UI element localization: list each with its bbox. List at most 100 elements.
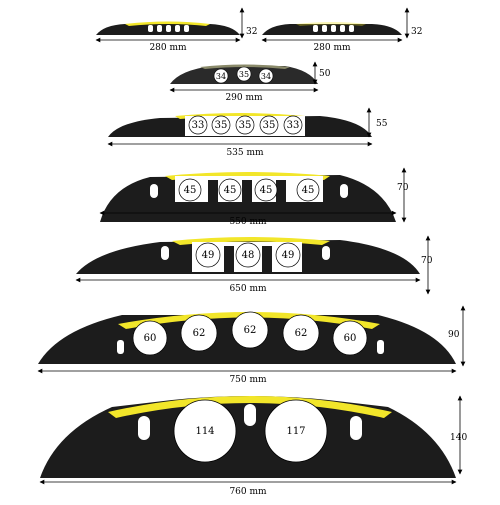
channel-label: 49 [282, 250, 295, 261]
channel [188, 115, 208, 135]
channel-label: 45 [224, 185, 237, 196]
channels: 45 45 45 45 [150, 176, 348, 202]
channel [235, 115, 255, 135]
channel-label: 35 [263, 120, 276, 131]
channel [264, 399, 328, 463]
channel-divider [242, 180, 252, 202]
channel-slot [377, 340, 384, 354]
channel-label: 45 [260, 185, 273, 196]
channel-label: 35 [239, 70, 249, 79]
height-label: 140 [450, 433, 467, 443]
channels: 60 62 62 62 60 [117, 311, 384, 356]
channel-label: 62 [244, 325, 257, 336]
channels: 114 117 [138, 399, 362, 463]
profile-760: 114 117 760 mm 140 [39, 395, 467, 497]
profile-550: 45 45 45 45 550 mm 70 [99, 167, 409, 227]
profile-280-a: 280 mm 32 [95, 7, 257, 53]
length-label: 650 mm [229, 284, 267, 294]
channel-slot [322, 246, 330, 260]
length-label: 280 mm [149, 43, 187, 53]
profile-cover [172, 237, 330, 245]
channel [259, 115, 279, 135]
channel-slot [340, 184, 348, 198]
channel-divider [224, 246, 234, 272]
length-label: 750 mm [229, 375, 267, 385]
height-label: 70 [397, 183, 409, 193]
channel-label: 62 [193, 328, 206, 339]
channel [236, 66, 252, 82]
channel [178, 178, 202, 202]
channel-slot [184, 25, 189, 32]
profile-535: 33 35 35 35 33 535 mm 55 [107, 107, 388, 158]
length-label: 550 mm [229, 217, 267, 227]
channel-slot [150, 184, 158, 198]
profile-cover [296, 22, 366, 26]
channel-slot [148, 25, 153, 32]
channel-slot [157, 25, 162, 32]
channel-divider [262, 246, 272, 272]
channel-slot [350, 416, 362, 440]
channel-label: 35 [215, 120, 228, 131]
channel-label: 34 [216, 72, 226, 81]
profile-cover [125, 21, 210, 26]
channels: 49 48 49 [161, 242, 330, 272]
length-label: 280 mm [313, 43, 351, 53]
channel-label: 34 [261, 72, 271, 81]
channel [332, 320, 368, 356]
height-label: 90 [448, 330, 460, 340]
channels: 34 35 34 [213, 66, 274, 84]
channel-slot [322, 25, 327, 32]
channel-slot [340, 25, 345, 32]
channel-label: 33 [192, 120, 205, 131]
channel [254, 178, 278, 202]
channel-slot [117, 340, 124, 354]
channel-label: 62 [295, 328, 308, 339]
channel [173, 399, 237, 463]
channel-slot [244, 404, 256, 426]
channel-label: 45 [184, 185, 197, 196]
channel-label: 33 [287, 120, 300, 131]
profile-cover [118, 312, 380, 329]
profile-cover [108, 396, 392, 418]
channel [195, 242, 221, 268]
profile-cover [200, 64, 290, 69]
channel-label: 114 [195, 426, 214, 437]
height-label: 32 [411, 27, 422, 37]
channel-label: 60 [344, 333, 357, 344]
channel [180, 314, 218, 352]
channel-label: 60 [144, 333, 157, 344]
height-label: 50 [319, 69, 331, 79]
channel-slot [175, 25, 180, 32]
channel-slot [313, 25, 318, 32]
channel [296, 178, 320, 202]
profile-280-b: 280 mm 32 [261, 7, 422, 53]
channel [218, 178, 242, 202]
height-label: 55 [376, 119, 388, 129]
channel-label: 45 [302, 185, 315, 196]
channel-label: 117 [286, 426, 305, 437]
height-label: 70 [421, 256, 433, 266]
height-label: 32 [246, 27, 257, 37]
channel [283, 115, 303, 135]
length-label: 535 mm [226, 148, 264, 158]
channel-slot [161, 246, 169, 260]
channel-divider [276, 180, 286, 202]
channel [132, 320, 168, 356]
channel-label: 35 [239, 120, 252, 131]
channel-slot [166, 25, 171, 32]
length-label: 290 mm [225, 93, 263, 103]
channel-slot [331, 25, 336, 32]
channel [235, 242, 261, 268]
channel-label: 49 [202, 250, 215, 261]
channel [211, 115, 231, 135]
channel [258, 68, 274, 84]
channel-divider [208, 180, 218, 202]
profile-750: 60 62 62 62 60 750 mm 90 [37, 305, 466, 385]
channels [313, 25, 354, 32]
length-label: 760 mm [229, 487, 267, 497]
channel [275, 242, 301, 268]
channels: 33 35 35 35 33 [185, 115, 305, 136]
channel [282, 314, 320, 352]
